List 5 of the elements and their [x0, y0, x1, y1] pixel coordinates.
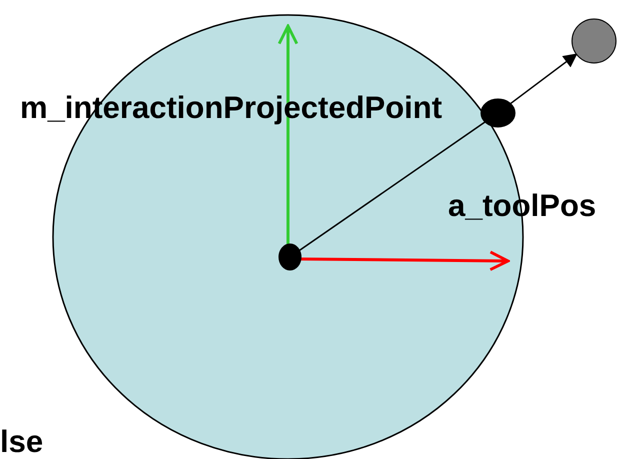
text-label: lse [0, 426, 44, 457]
center-dot [278, 243, 302, 271]
arrow [510, 53, 578, 104]
tool-circle [571, 18, 617, 64]
point-dot [480, 98, 516, 128]
